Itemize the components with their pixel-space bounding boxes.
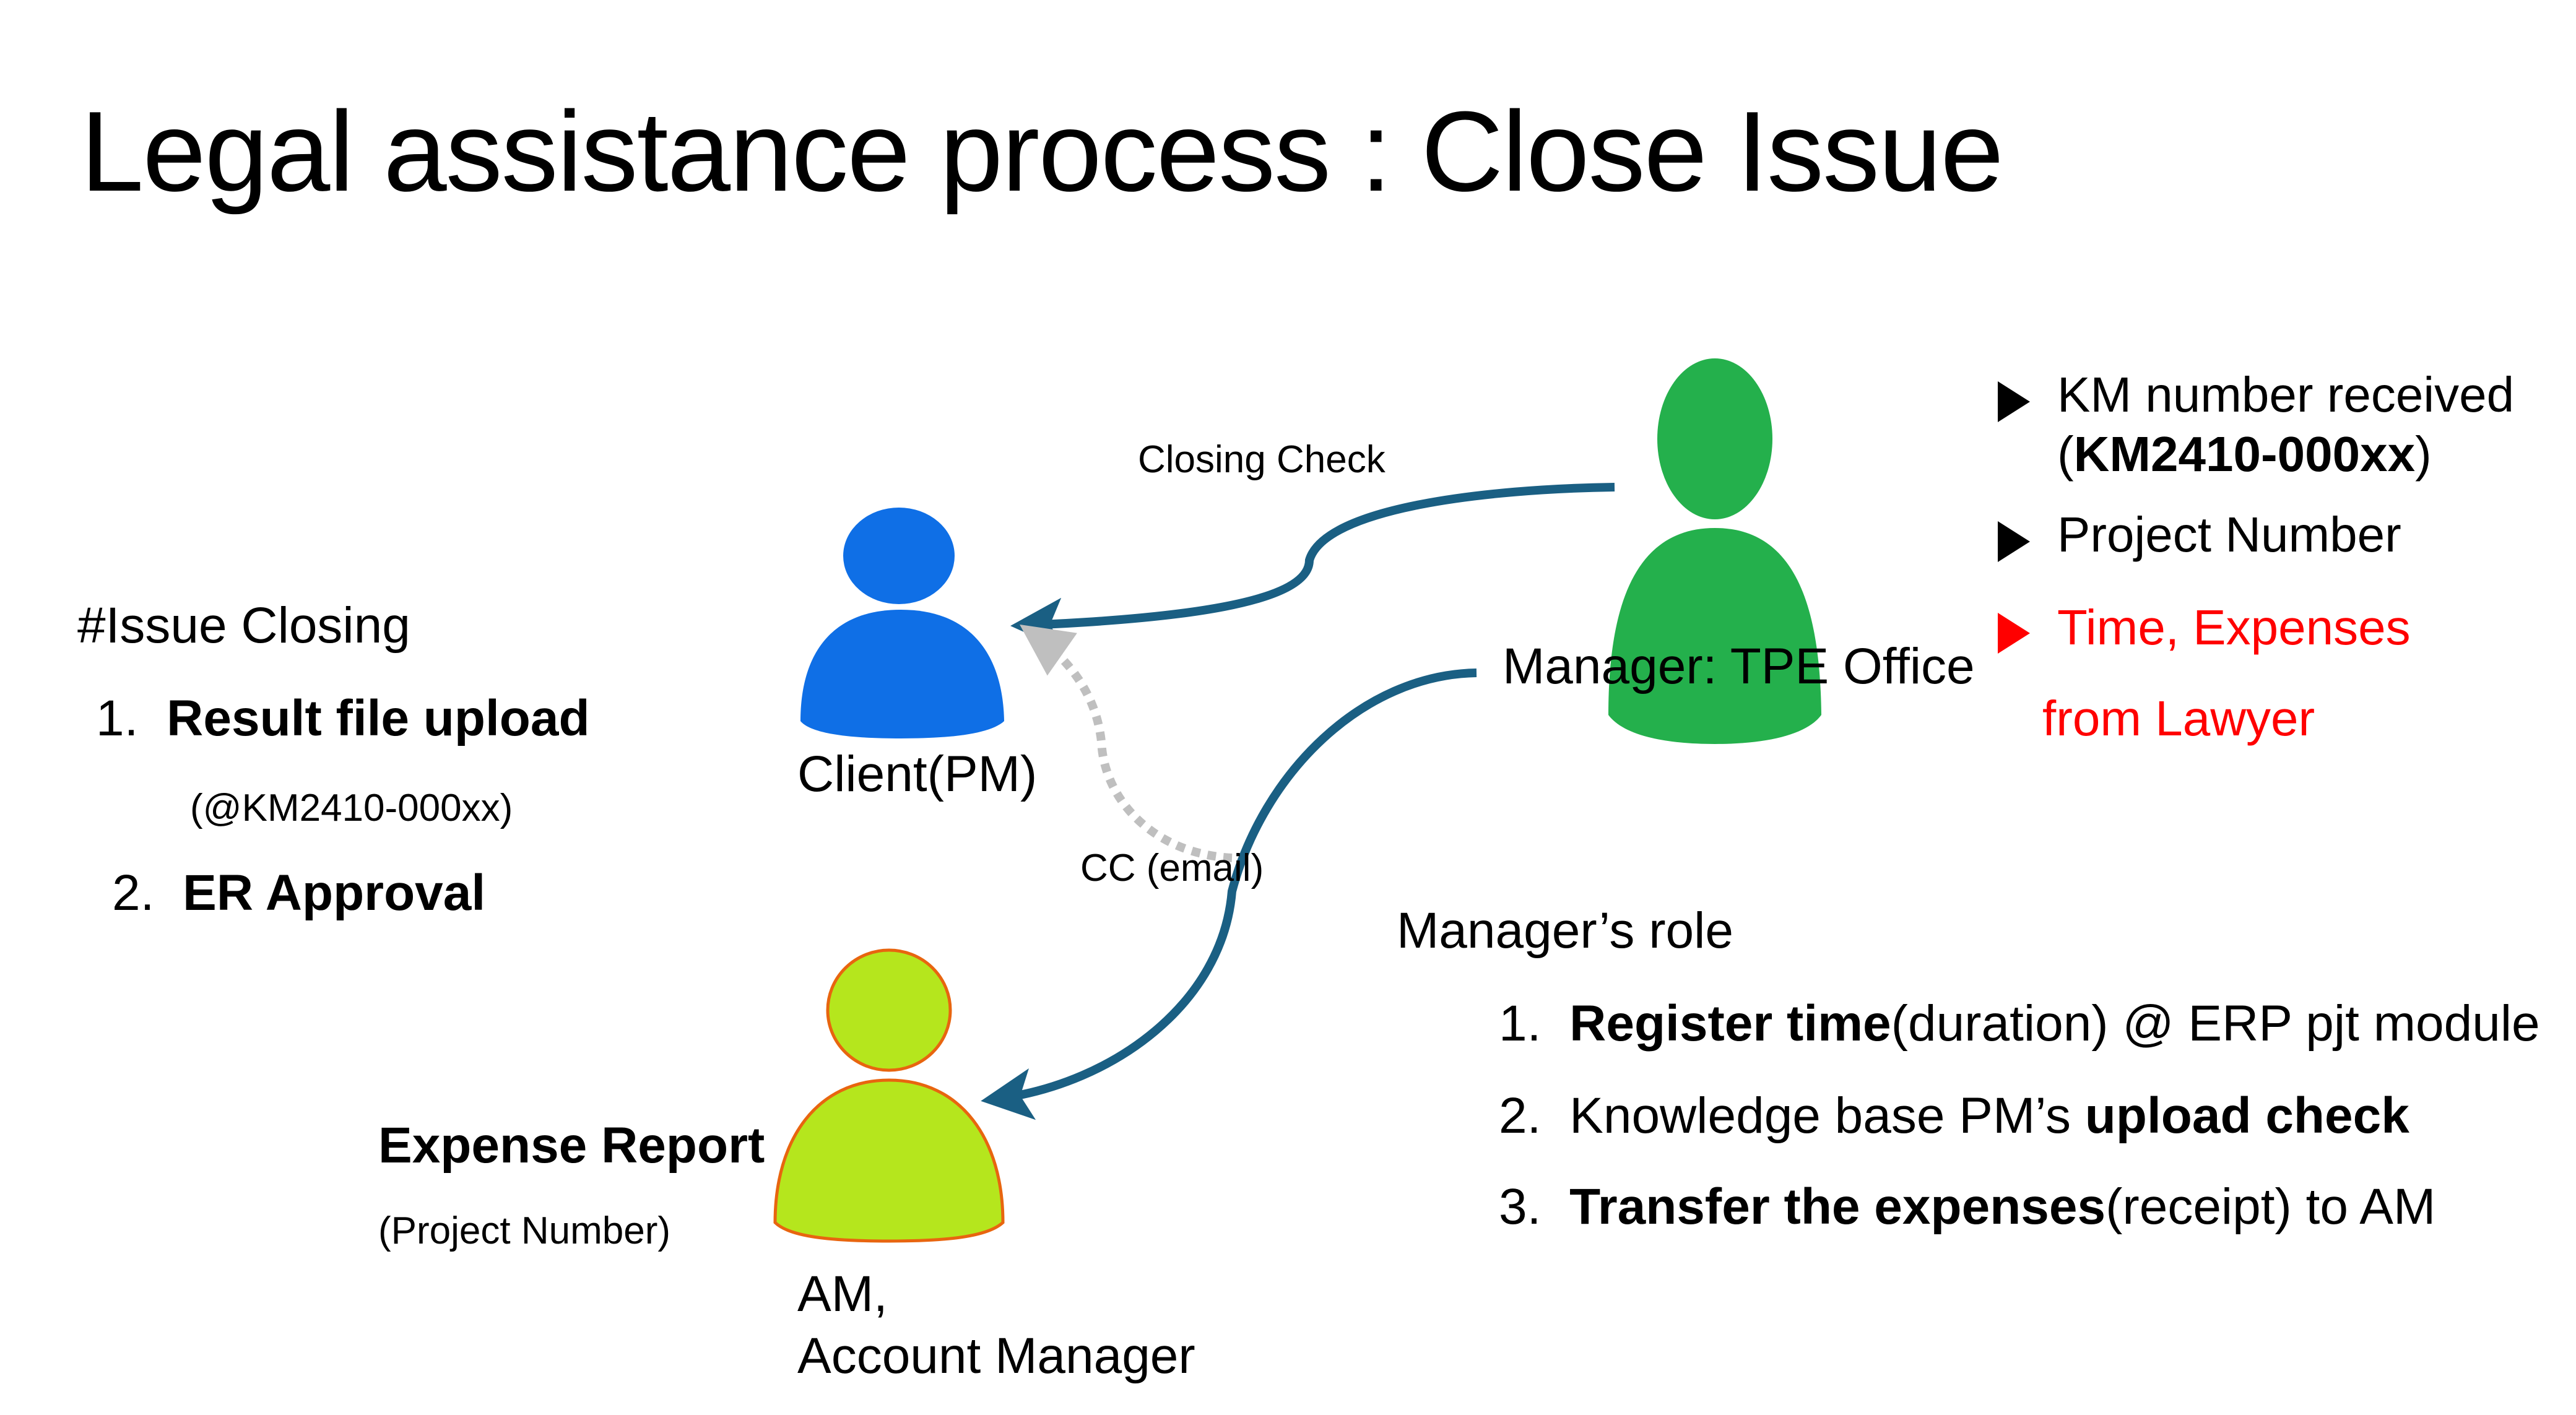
item-bold-text: upload check bbox=[2084, 1088, 2409, 1144]
closing-check-arrow bbox=[1010, 483, 1615, 650]
bullet-triangle-red-icon bbox=[1998, 613, 2030, 654]
manager-head bbox=[1657, 358, 1772, 519]
client-person-icon bbox=[800, 508, 1004, 738]
item-bold-text: Result file upload bbox=[167, 690, 590, 746]
am-person-icon bbox=[773, 948, 1005, 1243]
am-head bbox=[826, 948, 952, 1072]
km-number-item: KM number received bbox=[2057, 367, 2515, 422]
item-bold-text: Transfer the expenses bbox=[1569, 1179, 2106, 1235]
am-label-line2: Account Manager bbox=[797, 1328, 1195, 1384]
client-body bbox=[800, 610, 1004, 738]
item-rest-text: (duration) @ ERP pjt module bbox=[1891, 995, 2540, 1052]
client-head bbox=[843, 508, 955, 604]
manager-role-item-3: 3. Transfer the expenses(receipt) to AM bbox=[1499, 1182, 2435, 1232]
km-number-bold: KM2410-000xx bbox=[2073, 426, 2416, 482]
km-number-value: (KM2410-000xx) bbox=[2057, 430, 2432, 479]
manager-to-am-arrow bbox=[981, 669, 1477, 1120]
expense-report-sub: (Project Number) bbox=[378, 1209, 670, 1252]
manager-person-icon bbox=[1608, 358, 1821, 744]
item-number: 1. bbox=[96, 690, 139, 746]
issue-closing-item-2: 2. ER Approval bbox=[112, 868, 485, 919]
bullet-triangle-icon bbox=[1998, 521, 2030, 562]
manager-role-item-2: 2. Knowledge base PM’s upload check bbox=[1499, 1091, 2409, 1141]
paren-close: ) bbox=[2415, 426, 2432, 482]
cc-email-label: CC (email) bbox=[1080, 847, 1264, 889]
item-pre-text: Knowledge base PM’s bbox=[1569, 1088, 2085, 1144]
project-number-item: Project Number bbox=[2057, 507, 2401, 562]
slide-title: Legal assistance process : Close Issue bbox=[80, 87, 2004, 215]
bullet-triangle-icon bbox=[1998, 381, 2030, 422]
issue-closing-heading: #Issue Closing bbox=[77, 597, 410, 654]
issue-closing-item-1: 1. Result file upload bbox=[96, 693, 590, 744]
item-number: 2. bbox=[1499, 1088, 1542, 1144]
am-body bbox=[773, 1078, 1005, 1243]
manager-body bbox=[1608, 528, 1821, 744]
cc-email-dotted-arrow bbox=[1020, 624, 1233, 862]
manager-role-heading: Manager’s role bbox=[1397, 902, 1733, 959]
paren-open: ( bbox=[2057, 426, 2074, 482]
from-lawyer-item: from Lawyer bbox=[2042, 691, 2315, 746]
item-bold-text: ER Approval bbox=[183, 865, 486, 921]
client-label: Client(PM) bbox=[797, 746, 1038, 802]
am-label-line1: AM, bbox=[797, 1266, 888, 1322]
item-bold-text: Register time bbox=[1569, 995, 1891, 1052]
item-rest-text: (receipt) to AM bbox=[2105, 1179, 2436, 1235]
item-number: 3. bbox=[1499, 1179, 1542, 1235]
issue-closing-item-1-sub: (@KM2410-000xx) bbox=[190, 787, 513, 829]
closing-check-label: Closing Check bbox=[1138, 438, 1386, 481]
item-number: 1. bbox=[1499, 995, 1542, 1052]
item-number: 2. bbox=[112, 865, 155, 921]
time-expenses-item: Time, Expenses bbox=[2057, 600, 2411, 655]
manager-role-item-1: 1. Register time(duration) @ ERP pjt mod… bbox=[1499, 998, 2540, 1049]
manager-label: Manager: TPE Office bbox=[1503, 638, 1975, 695]
expense-report-title: Expense Report bbox=[378, 1117, 765, 1174]
